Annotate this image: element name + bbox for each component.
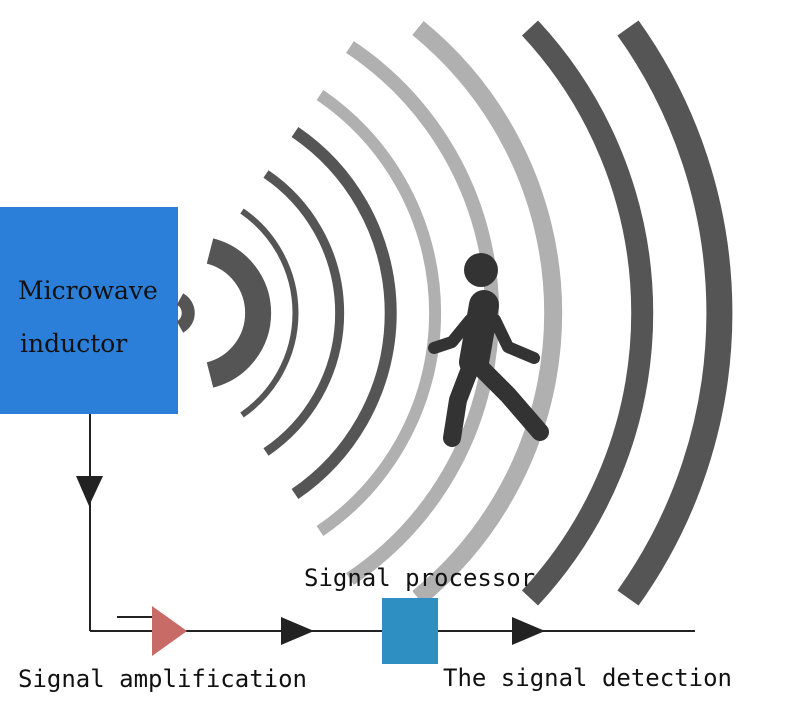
down-arrow-icon	[76, 476, 103, 506]
signal-amplification-label: Signal amplification	[18, 665, 307, 693]
flow-arrow-2-icon	[512, 617, 545, 645]
microwave-inductor-box	[0, 207, 178, 414]
signal-processor-box	[382, 598, 438, 664]
wave-arc-6	[316, 90, 442, 536]
wave-arc-10	[617, 20, 733, 606]
flow-arrow-1-icon	[281, 617, 314, 645]
walking-person-icon	[428, 253, 549, 447]
microwave-waves	[176, 20, 733, 606]
wave-arc-2	[206, 238, 272, 388]
signal-processor-label: Signal processor	[304, 564, 536, 592]
amplifier-triangle	[152, 606, 187, 656]
microwave-inductor-label-line1: Microwave	[18, 276, 158, 305]
signal-detection-label: The signal detection	[443, 664, 732, 692]
microwave-inductor-label-line2: inductor	[20, 329, 128, 358]
wave-arc-5	[291, 127, 397, 499]
wave-arc-1	[176, 293, 195, 333]
wave-arc-8	[412, 21, 563, 605]
wave-arc-4	[263, 170, 345, 456]
wave-arc-3	[240, 208, 299, 418]
wave-arc-9	[521, 20, 654, 606]
